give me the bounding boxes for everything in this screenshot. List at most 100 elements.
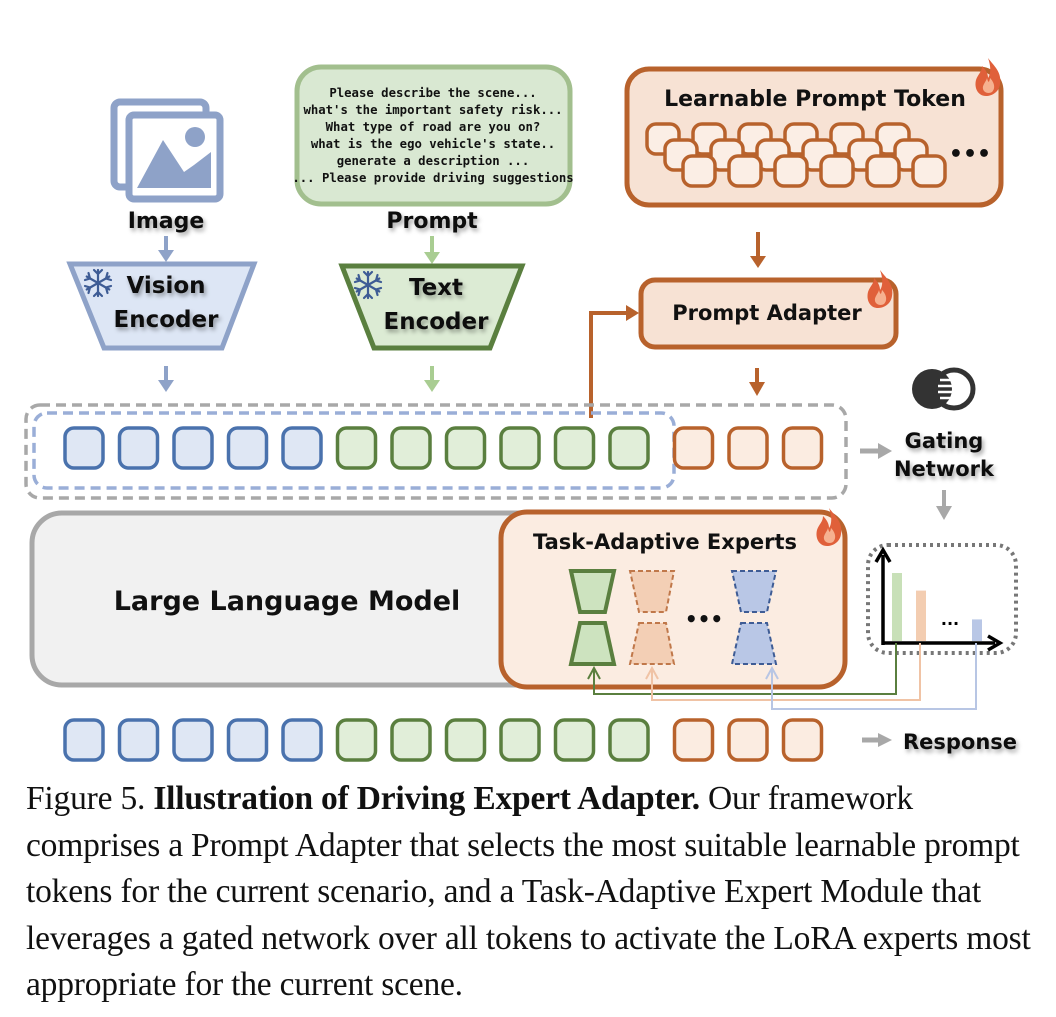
vision-encoder-label-2: Encoder <box>114 307 220 333</box>
gating-network-icon <box>912 367 976 411</box>
ellipsis: ... <box>941 610 959 629</box>
vision-token <box>172 426 214 470</box>
prompt-token <box>781 426 824 470</box>
task-adaptive-experts: Task-Adaptive Experts ••• <box>498 508 848 690</box>
expert-blue <box>730 570 778 665</box>
image-icon <box>110 98 224 203</box>
vision-token <box>226 718 269 762</box>
learnable-token <box>911 154 947 188</box>
prompt-token <box>672 426 715 470</box>
prompt-line: what is the ego vehicle's state.. <box>311 137 555 151</box>
route-blue-arrowhead <box>765 665 779 680</box>
vision-encoder: Vision Encoder <box>66 261 258 351</box>
vision-token <box>63 426 105 470</box>
text-encoder: Text Encoder <box>338 263 526 351</box>
text-encoder-label: Text <box>409 275 463 301</box>
gate-bar-blue <box>972 619 982 641</box>
image-label: Image <box>128 209 205 234</box>
output-token-row <box>63 718 824 762</box>
prompt-box: Please describe the scene... what's the … <box>292 64 574 207</box>
caption-body: Our framework comprises a Prompt Adapter… <box>26 780 1031 1003</box>
input-token-row <box>63 426 824 470</box>
routing-lines <box>587 643 977 710</box>
prompt-label: Prompt <box>386 209 478 234</box>
route-orange-arrowhead <box>645 665 659 680</box>
text-token <box>444 426 487 470</box>
figure-caption: Figure 5. Illustration of Driving Expert… <box>26 776 1036 1009</box>
learnable-token <box>773 154 809 188</box>
vision-token <box>172 718 214 762</box>
gating-network-label: Gating <box>905 429 984 453</box>
vision-token <box>63 718 105 762</box>
arrow-adapter-to-tokens <box>749 368 765 396</box>
prompt-token <box>727 426 769 470</box>
route-orange <box>651 643 921 701</box>
learnable-token <box>819 154 855 188</box>
expert-green <box>568 569 617 666</box>
learnable-token-stack <box>645 122 947 188</box>
prompt-line: generate a description ... <box>337 154 530 168</box>
arrow-image-to-vision <box>158 236 174 262</box>
arrow-prompt-to-text <box>424 236 440 264</box>
arrow-to-gating <box>860 443 892 459</box>
caption-title: Illustration of Driving Expert Adapter. <box>153 780 700 817</box>
text-token <box>553 718 596 762</box>
learnable-token <box>727 154 763 188</box>
expert-orange <box>628 570 676 665</box>
gate-bar-green <box>892 573 902 641</box>
prompt-line: what's the important safety risk... <box>303 103 562 117</box>
caption-prefix: Figure 5. <box>26 780 154 817</box>
ellipsis: ••• <box>949 142 991 167</box>
learnable-token <box>681 154 717 188</box>
vision-token <box>281 426 323 470</box>
learnable-token <box>865 154 901 188</box>
trainable-flame-icon <box>867 270 893 308</box>
response-label: Response <box>903 730 1017 754</box>
architecture-diagram: Image Vision Encoder Please describe the… <box>24 58 1018 762</box>
text-token <box>335 426 378 470</box>
large-language-model: Large Language Model <box>29 510 595 688</box>
text-token <box>335 718 378 762</box>
vision-encoder-label: Vision <box>126 273 205 299</box>
gate-weight-chart: ... <box>866 543 1018 655</box>
experts-title: Task-Adaptive Experts <box>533 530 797 554</box>
text-token <box>499 718 541 762</box>
ellipsis: ••• <box>685 607 723 631</box>
text-token <box>608 718 650 762</box>
llm-label: Large Language Model <box>114 586 461 617</box>
prompt-adapter-label: Prompt Adapter <box>672 301 862 325</box>
route-blue <box>771 643 977 710</box>
text-token <box>390 718 432 762</box>
learnable-prompt-title: Learnable Prompt Token <box>664 87 966 112</box>
vision-token <box>117 426 160 470</box>
prompt-token <box>727 718 769 762</box>
route-green-arrowhead <box>587 665 601 680</box>
text-token <box>608 426 650 470</box>
arrow-tokens-to-adapter <box>750 232 766 268</box>
prompt-line: ... Please provide driving suggestions <box>292 171 573 185</box>
all-tokens-group <box>24 403 848 500</box>
text-token <box>553 426 596 470</box>
gating-network-label-2: Network <box>894 457 995 481</box>
text-encoder-label-2: Encoder <box>384 309 490 335</box>
prompt-token <box>781 718 824 762</box>
arrow-text-down <box>424 366 440 392</box>
arrow-vision-down <box>158 366 174 392</box>
arrow-to-response <box>862 733 892 747</box>
vision-token <box>226 426 269 470</box>
text-token <box>499 426 541 470</box>
trainable-flame-icon <box>975 58 1001 96</box>
vision-token <box>281 718 323 762</box>
vision-token <box>117 718 160 762</box>
route-green <box>593 643 897 695</box>
learnable-prompt-token-box: Learnable Prompt Token ••• <box>624 58 1004 208</box>
text-token <box>390 426 432 470</box>
arrow-gating-down <box>936 490 952 520</box>
prompt-line: What type of road are you on? <box>326 120 541 134</box>
prompt-line: Please describe the scene... <box>329 86 536 100</box>
gate-bar-orange <box>916 590 926 641</box>
arrow-tokens-to-prompt-adapter <box>589 305 639 418</box>
prompt-adapter: Prompt Adapter <box>638 270 899 350</box>
text-token <box>444 718 487 762</box>
prompt-token <box>672 718 715 762</box>
